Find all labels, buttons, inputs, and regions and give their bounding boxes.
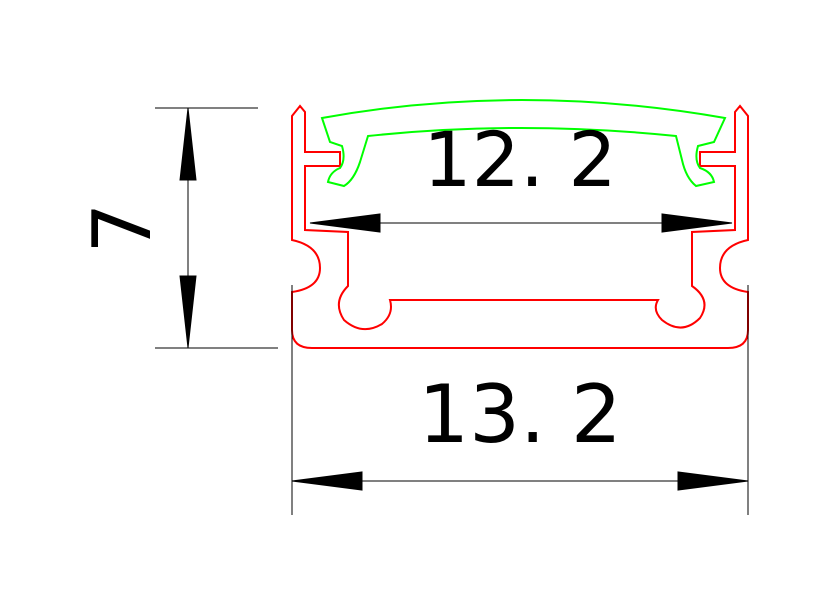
height-dimension	[155, 107, 278, 349]
inner-width-dimension	[309, 213, 733, 233]
diffuser-cover	[320, 99, 727, 188]
inner-width-label: 12. 2	[423, 115, 616, 204]
outer-width-dimension	[291, 285, 749, 515]
height-label: 7	[76, 203, 169, 254]
outer-width-label: 13. 2	[418, 368, 622, 461]
